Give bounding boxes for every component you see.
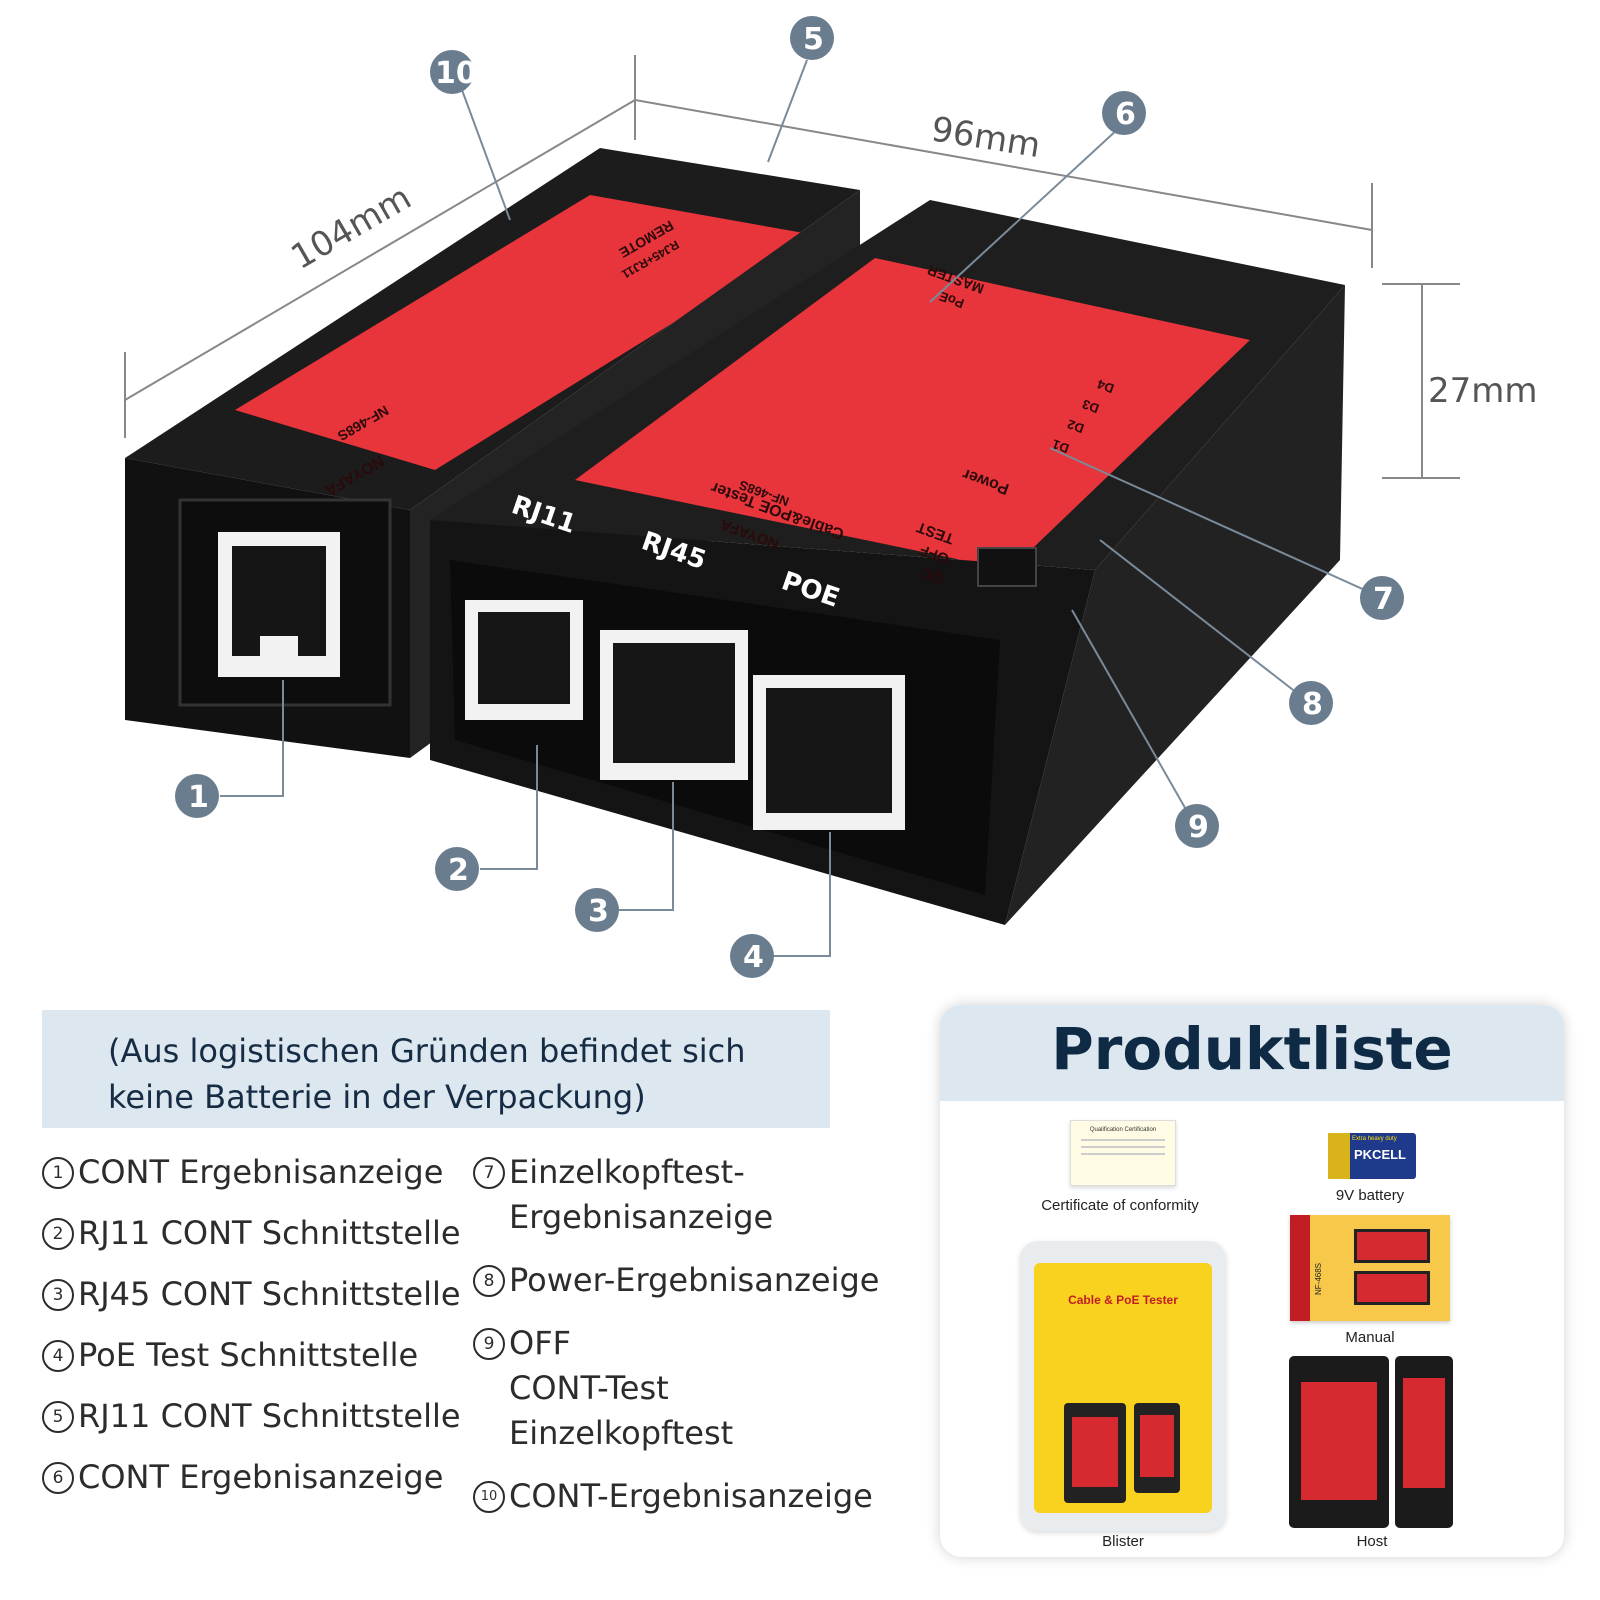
height-dimension: 27mm	[1428, 371, 1538, 411]
host-image	[1289, 1356, 1389, 1528]
battery-note-text: (Aus logistischen Gründen befindet sich …	[108, 1028, 808, 1120]
indicator-d4: D4	[1095, 376, 1116, 396]
certificate-heading: Qualification Certification	[1089, 1127, 1157, 1133]
product-list-header	[940, 1005, 1564, 1101]
svg-text:4: 4	[743, 940, 764, 975]
svg-text:3: 3	[588, 894, 609, 929]
blister-label: Cable & PoE Tester	[1068, 1293, 1178, 1307]
callout-3: 3	[575, 888, 619, 932]
battery-tag: Extra heavy duty	[1352, 1136, 1397, 1142]
callout-9: 9	[1175, 804, 1219, 848]
blister-caption: Blister	[1102, 1533, 1144, 1550]
host-remote-image	[1395, 1356, 1453, 1528]
callout-5: 5	[790, 16, 834, 60]
indicator-d2: D2	[1065, 416, 1086, 436]
depth-dimension: 104mm	[285, 178, 419, 278]
callout-6: 6	[1102, 91, 1146, 135]
rj45-port	[600, 630, 748, 780]
svg-text:2: 2	[448, 853, 469, 888]
callout-2: 2	[435, 847, 479, 891]
battery-note-line-1: (Aus logistischen Gründen befindet sich	[108, 1032, 746, 1070]
host-caption: Host	[1356, 1533, 1388, 1550]
product-list-title: Produktliste	[1051, 1015, 1453, 1083]
product-illustration: 104mm 96mm 27mm NOYAFA NF-468S REMOTE RJ…	[124, 16, 1538, 978]
callout-10: 10	[430, 50, 477, 94]
battery-caption: 9V battery	[1335, 1187, 1405, 1204]
blister-image: Cable & PoE Tester	[1020, 1241, 1226, 1531]
svg-text:10: 10	[435, 56, 477, 91]
manual-caption: Manual	[1345, 1329, 1395, 1346]
callout-1: 1	[175, 774, 219, 818]
battery-image: Extra heavy duty PKCELL	[1328, 1133, 1416, 1179]
indicator-d3: D3	[1080, 396, 1101, 416]
certificate-image: Qualification Certification	[1070, 1120, 1176, 1186]
manual-image: NF-468S	[1290, 1215, 1450, 1321]
battery-note: (Aus logistischen Gründen befindet sich …	[42, 1010, 830, 1128]
callout-4: 4	[730, 934, 774, 978]
manual-model: NF-468S	[1314, 1262, 1323, 1295]
svg-text:1: 1	[188, 780, 209, 815]
switch-mode-qc: QC	[919, 563, 946, 587]
poe-port	[753, 675, 905, 830]
callout-8: 8	[1289, 681, 1333, 725]
svg-text:5: 5	[803, 22, 824, 57]
battery-note-line-2: keine Batterie in der Verpackung)	[108, 1078, 646, 1116]
svg-text:8: 8	[1302, 687, 1323, 722]
certificate-caption: Certificate of conformity	[1041, 1197, 1199, 1214]
width-dimension: 96mm	[929, 109, 1043, 166]
svg-text:9: 9	[1188, 810, 1209, 845]
battery-brand: PKCELL	[1354, 1147, 1406, 1162]
dimension-lines	[124, 55, 1460, 479]
svg-text:6: 6	[1115, 97, 1136, 132]
svg-text:7: 7	[1373, 582, 1394, 617]
rj11-port	[465, 600, 583, 720]
callout-leaders	[220, 59, 1379, 957]
callout-7: 7	[1360, 576, 1404, 620]
product-list-card: Produktliste Qualification Certification…	[940, 1005, 1564, 1557]
